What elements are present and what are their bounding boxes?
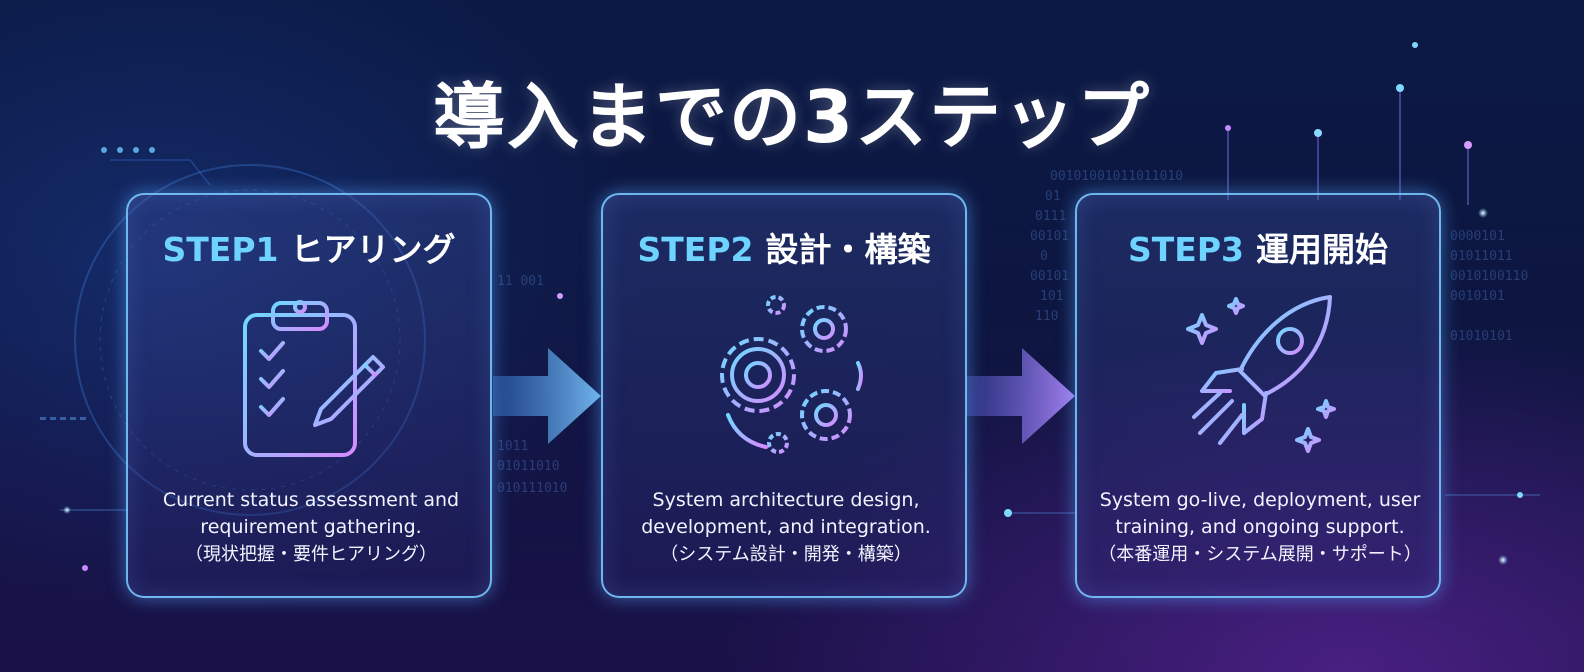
svg-text:1011: 1011 [497,439,528,454]
step-description-en: System architecture design, development,… [641,489,931,538]
svg-text:0000101: 0000101 [1450,229,1505,244]
step-card-1: STEP1 ヒアリング Current status assessment and… [126,193,492,598]
svg-text:01010101: 01010101 [1450,329,1513,344]
step-description: System go-live, deployment, user trainin… [1087,487,1433,568]
step-description: Current status assessment and requiremen… [138,487,484,568]
arrow-step1-to-step2 [493,348,601,444]
svg-text:01011010: 01011010 [497,459,560,474]
step-number: STEP1 [162,230,279,269]
step-title: STEP1 ヒアリング [128,223,490,271]
page-title: 導入までの3ステップ [432,75,1152,159]
svg-text:010111010: 010111010 [497,481,567,496]
svg-text:00101001011011010: 00101001011011010 [1050,169,1183,184]
step-description-en: Current status assessment and requiremen… [162,489,460,538]
svg-text:0010101: 0010101 [1450,289,1505,304]
arrow-step2-to-step3 [967,348,1075,444]
rocket-icon [1186,295,1336,453]
step-number: STEP3 [1128,230,1244,269]
svg-text:00101: 00101 [1030,229,1069,244]
svg-text:11 001: 11 001 [497,274,544,289]
clipboard-checklist-icon [243,300,385,457]
step-name: 運用開始 [1255,230,1388,269]
step-card-2: STEP2 設計・構築 System architecture design, d… [601,193,967,598]
step-card-3: STEP3 運用開始 System go-live, deployment, us… [1075,193,1441,598]
step-number: STEP2 [637,230,754,269]
svg-text:00101: 00101 [1030,269,1069,284]
step-description-jp: （システム設計・開発・構築） [660,544,912,565]
step-description-jp: （現状把握・要件ヒアリング） [185,544,437,565]
svg-text:0111: 0111 [1035,209,1066,224]
step-title: STEP2 設計・構築 [603,223,965,271]
step-name: 設計・構築 [765,230,931,269]
step-name: ヒアリング [290,230,456,269]
step-description: System architecture design, development,… [613,487,959,568]
svg-text:01011011: 01011011 [1450,249,1513,264]
step-title: STEP3 運用開始 [1077,223,1439,271]
step-description-en: System go-live, deployment, user trainin… [1099,489,1421,538]
gears-icon [720,295,863,454]
svg-text:01: 01 [1045,189,1061,204]
svg-text:110: 110 [1035,309,1058,324]
step-description-jp: （本番運用・システム展開・サポート） [1098,544,1422,565]
svg-text:101: 101 [1040,289,1063,304]
svg-text:0: 0 [1040,249,1048,264]
svg-text:0010100110: 0010100110 [1450,269,1528,284]
